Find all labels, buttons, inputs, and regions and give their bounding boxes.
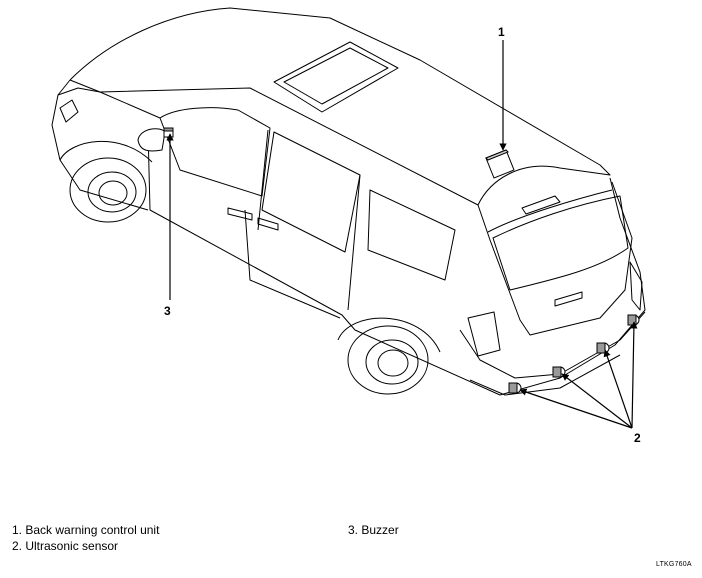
callout-1: 1	[498, 25, 505, 39]
legend-item-1: 1. Back warning control unit	[12, 523, 160, 537]
minivan-icon	[51, 7, 646, 396]
callout-3: 3	[164, 304, 171, 318]
legend-item-3: 3. Buzzer	[348, 523, 399, 537]
figure-code: LTKG760A	[656, 561, 692, 568]
ultrasonic-sensor-icon	[508, 314, 640, 394]
callout-2: 2	[634, 431, 641, 445]
legend-item-2: 2. Ultrasonic sensor	[12, 539, 119, 553]
leader-lines	[166, 40, 638, 429]
buzzer-icon	[137, 127, 174, 152]
control-unit-box-icon	[485, 149, 515, 179]
